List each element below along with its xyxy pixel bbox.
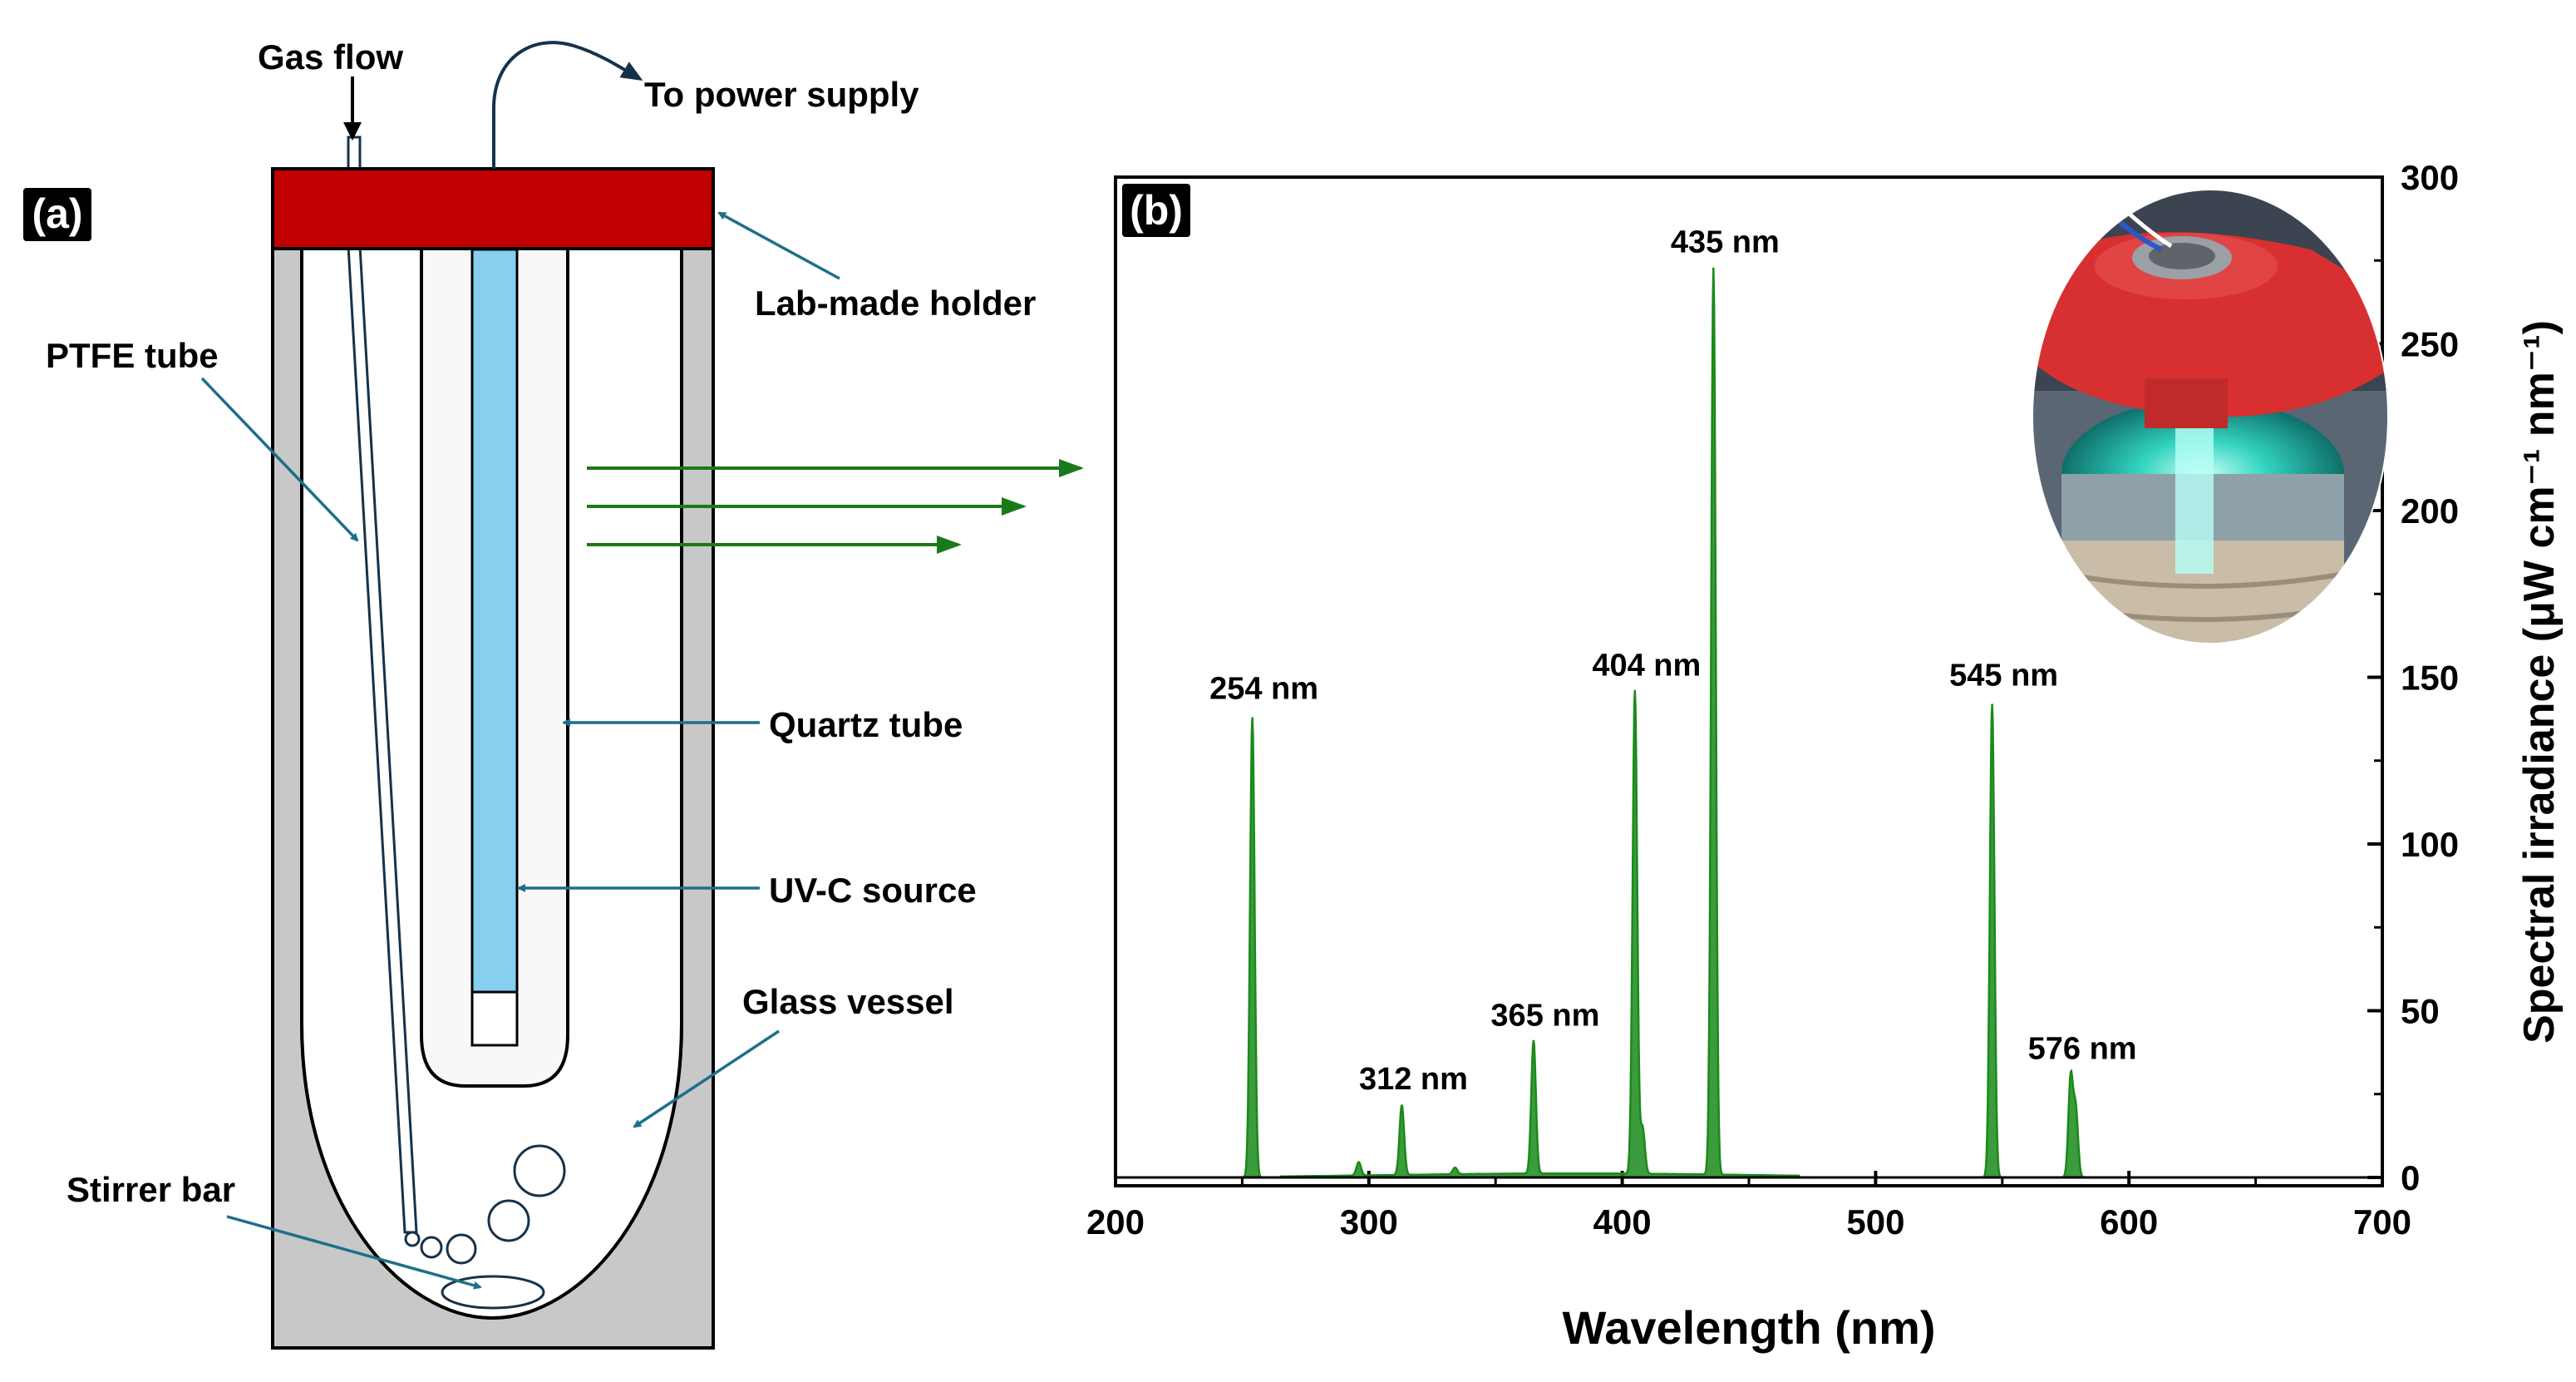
peak-label: 576 nm — [2028, 1032, 2137, 1067]
panel-b-label-bg — [1122, 184, 1190, 237]
peak-label: 545 nm — [1949, 659, 2058, 693]
y-tick-label: 100 — [2401, 825, 2459, 864]
y-tick-label: 150 — [2401, 659, 2459, 698]
peak-label: 365 nm — [1490, 999, 1599, 1034]
inset-photo — [2032, 189, 2389, 644]
spectrum-layer — [1116, 267, 2382, 1179]
y-tick-label: 200 — [2401, 491, 2459, 531]
panel-b: 200 300 400 500 600 700 0 50 100 150 200 250 300 254… — [1086, 158, 2564, 1354]
x-tick-label: 500 — [1846, 1202, 1904, 1241]
lamp-base — [470, 990, 519, 1047]
panel-a-label-bg — [23, 188, 91, 241]
light-emission-arrows — [587, 459, 1084, 554]
label-holder: Lab-made holder — [755, 284, 1036, 323]
leader-arrows — [200, 211, 840, 1290]
peak-label: 312 nm — [1359, 1062, 1468, 1097]
x-tick-label: 600 — [2100, 1202, 2158, 1241]
panel-a-label: (a) — [32, 190, 82, 237]
lab-made-holder — [271, 167, 715, 250]
x-tick-label: 200 — [1086, 1202, 1145, 1241]
y-tick-label: 50 — [2401, 992, 2440, 1031]
x-tick-label: 400 — [1593, 1202, 1652, 1241]
x-axis-title: Wavelength (nm) — [1562, 1301, 1935, 1354]
y-tick-label: 300 — [2401, 158, 2459, 197]
label-power-supply: To power supply — [644, 75, 919, 114]
axis-ticks: 200 300 400 500 600 700 0 50 100 150 200 250 300 — [1086, 158, 2459, 1241]
power-cable — [492, 41, 643, 169]
panel-b-label: (b) — [1130, 187, 1183, 234]
x-tick-label: 300 — [1340, 1202, 1398, 1241]
label-quartz-tube: Quartz tube — [769, 705, 963, 744]
peak-labels: 254 nm 312 nm 365 nm 404 nm 435 nm 545 nm 576 … — [1209, 225, 2136, 1097]
gas-bubbles — [404, 1144, 566, 1265]
label-uvc-source: UV-C source — [769, 871, 977, 910]
y-tick-label: 0 — [2401, 1158, 2420, 1197]
label-stirrer-bar: Stirrer bar — [66, 1170, 235, 1209]
panel-a: (a) — [23, 37, 1084, 1350]
x-tick-label: 700 — [2353, 1202, 2411, 1241]
peak-label: 435 nm — [1671, 225, 1780, 259]
peak-label: 404 nm — [1592, 649, 1701, 684]
uvc-lamp — [470, 248, 519, 994]
label-gas-flow: Gas flow — [258, 37, 403, 77]
label-glass-vessel: Glass vessel — [742, 982, 954, 1021]
label-ptfe-tube: PTFE tube — [46, 336, 219, 375]
y-axis-title: Spectral irradiance (μW cm⁻¹ nm⁻¹) — [2515, 320, 2564, 1044]
peak-label: 254 nm — [1209, 672, 1318, 707]
y-tick-label: 250 — [2401, 325, 2459, 364]
